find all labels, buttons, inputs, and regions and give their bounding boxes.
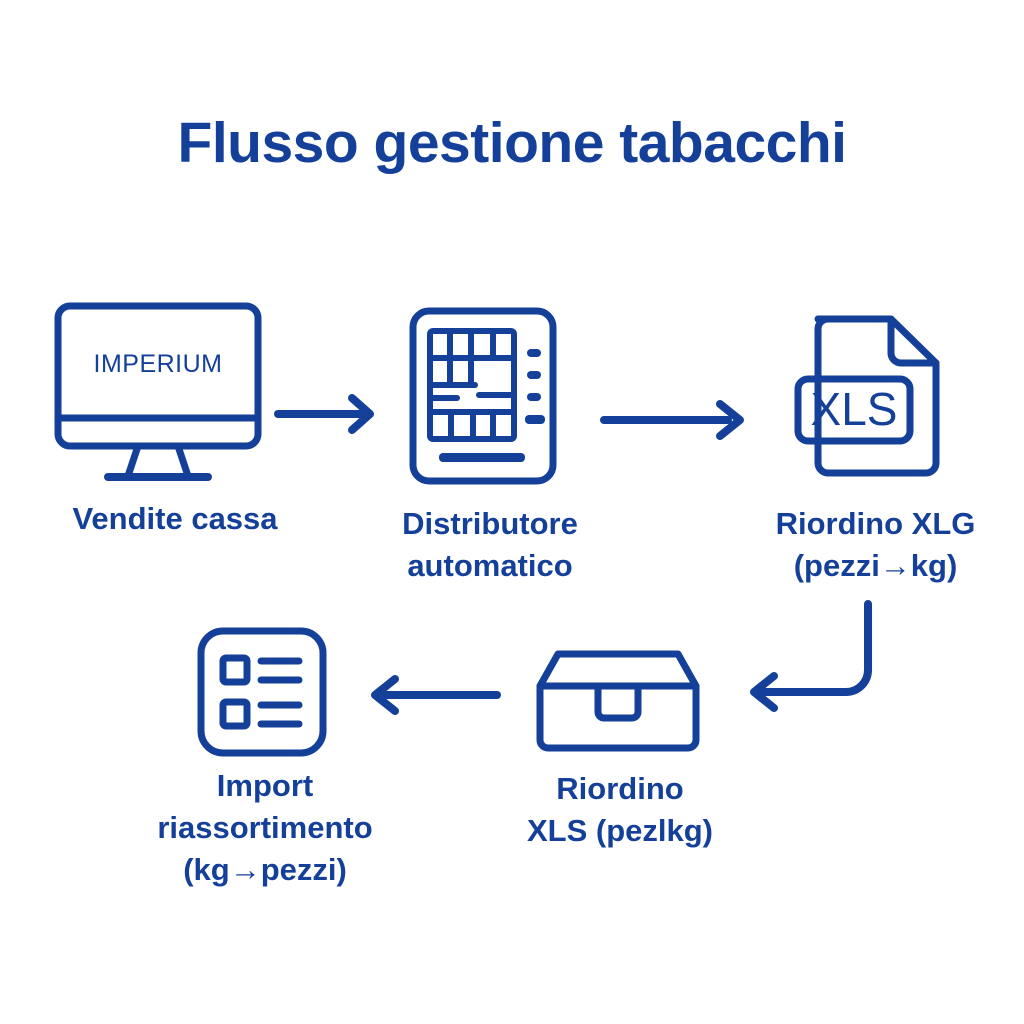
- node-label-riordino-xls: Riordino XLS (pezlkg): [460, 768, 780, 852]
- node-vendite-cassa: IMPERIUM Vendite cassa: [50, 300, 300, 536]
- node-riordino-xls: Riordino XLS (pezlkg): [520, 630, 720, 848]
- label-line: Riordino: [556, 771, 684, 806]
- file-folded-corner: [887, 315, 940, 367]
- box-flap-tab: [594, 682, 642, 722]
- node-riordino-xlg: XLS Riordino XLG (pezzi→kg): [776, 305, 975, 583]
- vending-button-4: [525, 415, 545, 424]
- node-label-distributore-automatico: Distributore automatico: [330, 503, 650, 587]
- page-title: Flusso gestione tabacchi: [177, 111, 848, 175]
- connector-arrow-1: [272, 392, 382, 436]
- node-import-riassortimento: Import riassortimento (kg→pezzi): [157, 625, 373, 887]
- label-line: Vendite cassa: [72, 501, 278, 536]
- vending-machine-icon: [405, 305, 575, 490]
- xls-badge-text: XLS: [811, 383, 898, 435]
- checklist-icon: [195, 625, 335, 760]
- xls-file-icon: XLS: [788, 305, 963, 490]
- node-label-vendite-cassa: Vendite cassa: [15, 498, 335, 540]
- label-line: Riordino XLG: [775, 506, 976, 541]
- connector-arrow-4: [365, 673, 505, 717]
- vending-dispenser-slot: [439, 453, 525, 462]
- xls-badge: [794, 375, 914, 445]
- label-line: automatico: [407, 547, 573, 583]
- label-line: (pezzi→kg): [793, 547, 958, 583]
- desktop-monitor-icon: IMPERIUM: [50, 300, 300, 490]
- checkbox-1: [219, 654, 251, 686]
- label-line: Distributore: [402, 506, 578, 541]
- vending-button-2: [527, 371, 541, 379]
- node-label-import-riassortimento: Import riassortimento (kg→pezzi): [100, 765, 430, 891]
- label-line: Import: [216, 768, 314, 803]
- label-line: riassortimento: [157, 809, 373, 845]
- monitor-screen-text: IMPERIUM: [94, 350, 223, 378]
- node-distributore-automatico: Distributore automatico: [402, 305, 578, 583]
- vending-button-1: [527, 349, 541, 357]
- node-label-riordino-xlg: Riordino XLG (pezzi→kg): [713, 503, 1024, 587]
- connector-arrow-3-elbow: [730, 598, 890, 712]
- box-carton-icon: [520, 630, 720, 760]
- label-line: (kg→pezzi): [183, 851, 347, 887]
- connector-arrow-2: [598, 398, 753, 442]
- label-line: XLS (pezlkg): [526, 812, 713, 848]
- vending-button-3: [527, 393, 541, 401]
- checkbox-2: [219, 698, 251, 730]
